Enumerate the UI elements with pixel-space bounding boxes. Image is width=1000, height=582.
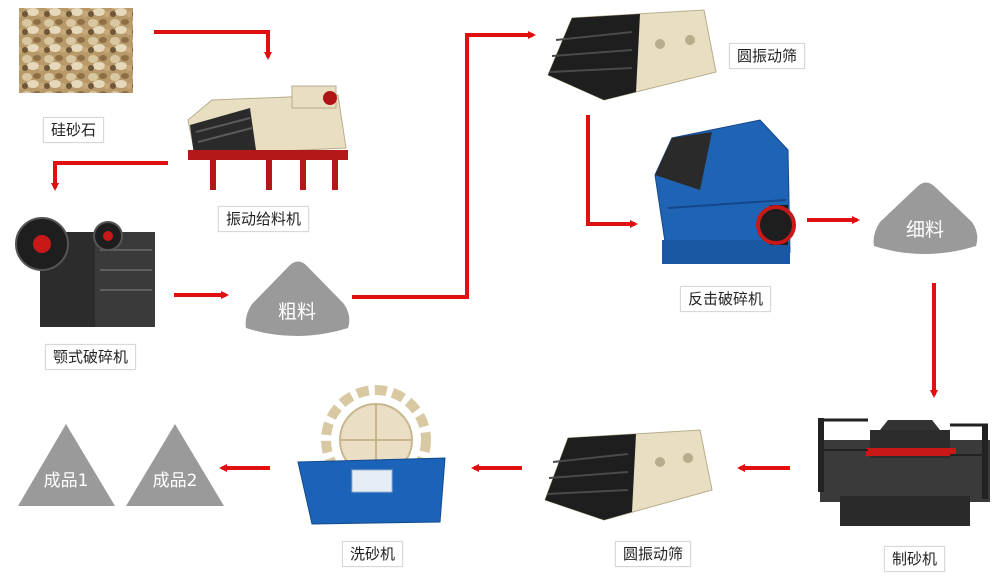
flow-arrows <box>51 30 938 472</box>
pile-fine: 细料 <box>873 182 978 254</box>
arrow-feeder-to-jaw <box>51 161 168 191</box>
pile-product-2-label: 成品2 <box>153 471 198 491</box>
arrow-coarse-to-screen <box>352 31 536 299</box>
arrow-stone-to-feeder <box>154 30 272 60</box>
label-circular-screen-1: 圆振动筛 <box>729 43 806 69</box>
pile-coarse: 粗料 <box>245 261 350 336</box>
pile-coarse-label: 粗料 <box>278 301 316 323</box>
sand-washer-icon <box>297 385 446 525</box>
silica-stone-image <box>19 8 133 93</box>
impact-crusher-icon <box>654 119 796 264</box>
label-vibrating-feeder: 振动给料机 <box>218 206 310 232</box>
circular-screen-icon-2 <box>544 429 713 521</box>
jaw-crusher-icon <box>15 217 155 327</box>
pile-product-2: 成品2 <box>126 424 224 506</box>
label-sand-maker: 制砂机 <box>884 546 946 572</box>
label-jaw-crusher: 颚式破碎机 <box>45 344 137 370</box>
arrow-screen-to-impact <box>586 115 638 228</box>
label-silica-stone: 硅砂石 <box>43 117 105 143</box>
label-sand-washer: 洗砂机 <box>342 541 404 567</box>
label-impact-crusher: 反击破碎机 <box>680 286 772 312</box>
pile-fine-label: 细料 <box>906 219 944 241</box>
vibrating-feeder-icon <box>187 85 348 190</box>
pile-product-1: 成品1 <box>18 424 115 506</box>
circular-screen-icon <box>547 9 717 101</box>
pile-product-1-label: 成品1 <box>44 471 89 491</box>
label-circular-screen-2: 圆振动筛 <box>615 541 692 567</box>
sand-making-machine-icon <box>818 418 990 526</box>
